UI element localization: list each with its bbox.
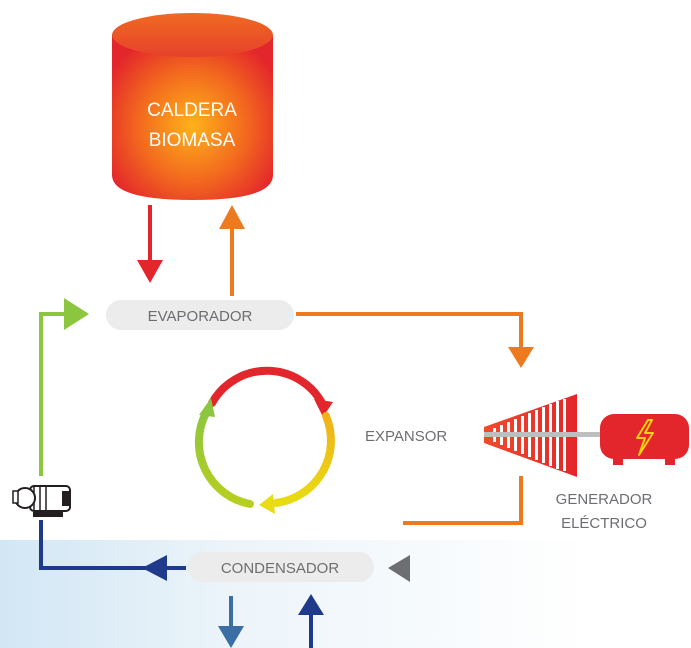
boiler-label-line2: BIOMASA: [149, 130, 236, 151]
boiler-supply-arrow: [137, 205, 163, 283]
boiler: CALDERA BIOMASA: [112, 13, 273, 200]
evaporator: EVAPORADOR: [106, 300, 294, 330]
generator-label-line2: ELÉCTRICO: [561, 515, 647, 532]
condensate-line: [39, 520, 186, 581]
cycle-arrows-icon: [194, 366, 335, 514]
evaporator-label: EVAPORADOR: [148, 308, 253, 325]
cooling-water-out-arrow: [218, 596, 244, 648]
generator: GENERADOR ELÉCTRICO: [556, 414, 689, 532]
lightning-bolt-icon: [636, 419, 654, 456]
boiler-label-line1: CALDERA: [147, 100, 237, 121]
liquid-feed-line: [39, 298, 89, 476]
expander: EXPANSOR: [365, 394, 606, 477]
condenser: CONDENSADOR: [187, 552, 410, 582]
condenser-label: CONDENSADOR: [221, 560, 340, 577]
boiler-return-arrow: [219, 205, 245, 296]
exhaust-line: [403, 476, 523, 525]
vapour-line: [296, 312, 534, 368]
pump-icon: [12, 485, 71, 517]
expander-label: EXPANSOR: [365, 428, 447, 445]
generator-label-line1: GENERADOR: [556, 491, 653, 508]
cooling-water-in-arrow: [298, 594, 324, 648]
condenser-inlet-arrow: [388, 555, 410, 582]
